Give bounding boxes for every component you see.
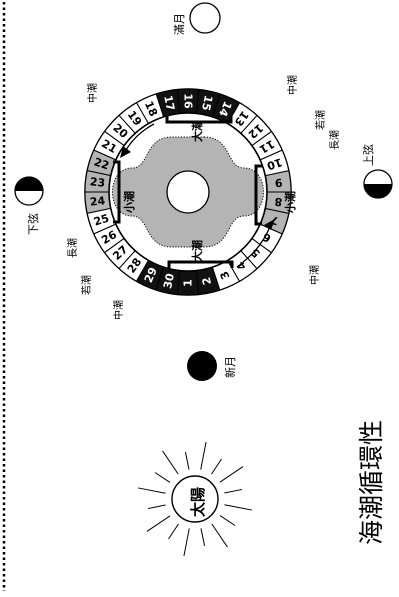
tide-label-neap-right: 小潮 bbox=[283, 191, 297, 214]
sun-ray bbox=[185, 452, 189, 470]
sun-label: 太陽 bbox=[189, 487, 207, 517]
sun-ray bbox=[220, 516, 235, 526]
new-moon-icon bbox=[187, 351, 217, 381]
day-number: 23 bbox=[89, 175, 106, 190]
sun-ray bbox=[147, 516, 170, 532]
tide-label-young-left: 若潮 bbox=[80, 275, 93, 295]
first-quarter-moon: 上弦 bbox=[361, 144, 392, 198]
full-moon-icon bbox=[190, 3, 220, 33]
day-number: 8 bbox=[274, 195, 283, 209]
sun-ray bbox=[148, 505, 166, 509]
first-quarter-moon-label: 上弦 bbox=[361, 144, 375, 166]
sun-ray bbox=[224, 505, 251, 510]
sun-ray bbox=[201, 528, 205, 546]
tide-label-long-right: 長潮 bbox=[328, 130, 341, 150]
tide-label-spring-top: 大潮 bbox=[190, 120, 204, 142]
sun: 太陽 bbox=[138, 442, 252, 556]
tide-label-young-right: 若潮 bbox=[314, 110, 327, 130]
earth bbox=[167, 171, 209, 213]
last-quarter-moon-label: 下弦 bbox=[26, 213, 40, 235]
day-number: 9 bbox=[274, 176, 283, 190]
sun-ray bbox=[212, 459, 222, 474]
sun-ray bbox=[212, 524, 228, 547]
last-quarter-moon: 下弦 bbox=[15, 177, 43, 235]
day-number: 16 bbox=[182, 93, 195, 109]
tide-label-mid-bottom-right: 中潮 bbox=[308, 265, 321, 285]
day-number: 24 bbox=[89, 194, 106, 209]
tide-label-mid-top-right: 中潮 bbox=[286, 75, 299, 95]
sun-ray bbox=[224, 489, 242, 493]
tide-label-long-left: 長潮 bbox=[66, 238, 79, 258]
sun-ray bbox=[155, 473, 170, 483]
sun-ray bbox=[184, 528, 189, 555]
day-number: 1 bbox=[182, 279, 195, 287]
sun-ray bbox=[163, 451, 179, 474]
sun-ray bbox=[138, 488, 165, 493]
full-moon-label: 滿月 bbox=[173, 13, 186, 35]
last-quarter-moon-icon bbox=[15, 177, 43, 191]
sun-ray bbox=[201, 442, 206, 469]
sun-ray bbox=[220, 467, 243, 483]
sun-ray bbox=[169, 524, 179, 539]
new-moon: 新月 bbox=[187, 351, 237, 381]
full-moon: 滿月 bbox=[173, 3, 220, 35]
tide-label-mid-top-left: 中潮 bbox=[86, 83, 99, 103]
tide-label-mid-bottom-left: 中潮 bbox=[112, 300, 125, 320]
new-moon-label: 新月 bbox=[223, 356, 237, 378]
tide-label-spring-bottom: 大潮 bbox=[190, 240, 204, 262]
tide-label-neap-left: 小潮 bbox=[122, 191, 136, 214]
first-quarter-moon-icon bbox=[364, 184, 392, 198]
diagram-title: 海潮循環性 bbox=[357, 420, 386, 545]
